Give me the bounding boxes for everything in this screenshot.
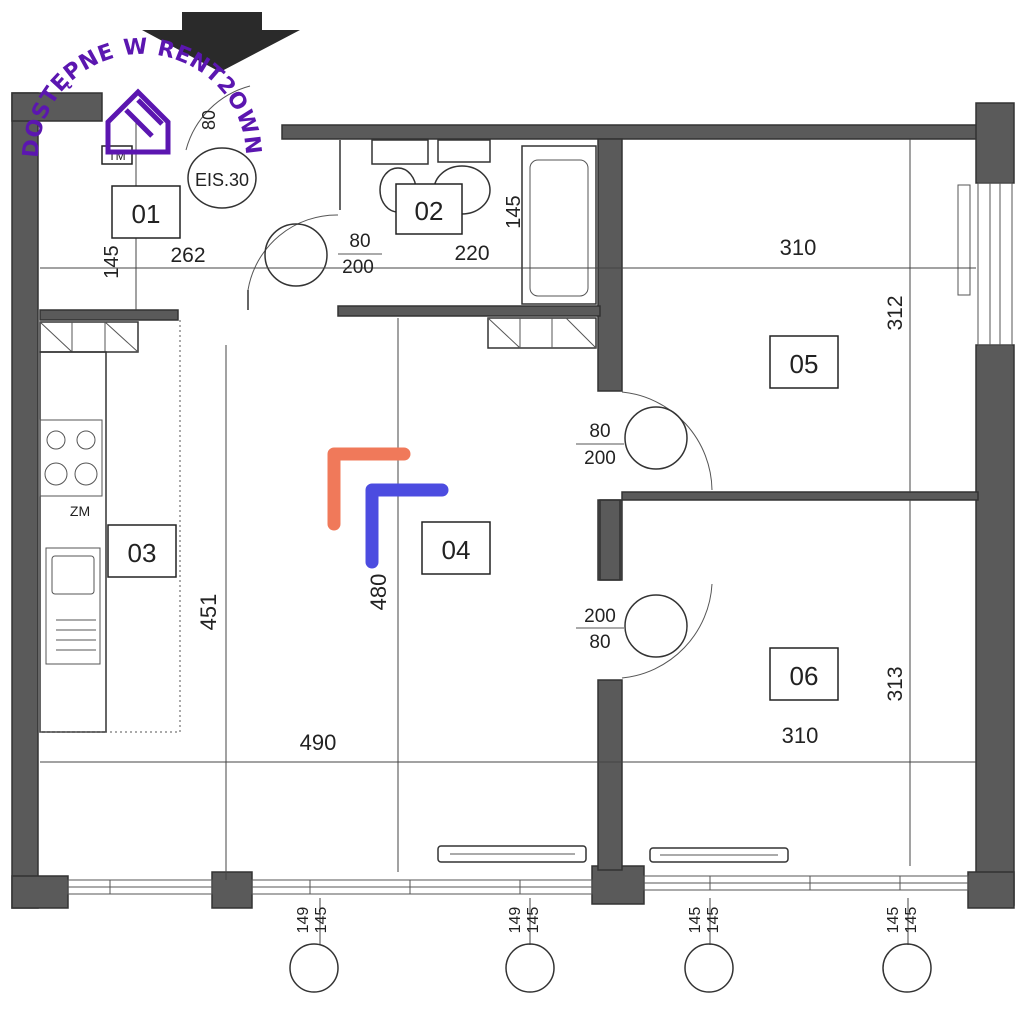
- room-04-label: 04: [442, 535, 471, 565]
- door-labels: 80 200 80 200 200 80: [338, 231, 624, 653]
- room-01-label: 01: [132, 199, 161, 229]
- dim-262: 262: [170, 244, 205, 267]
- logo-orange-mark: [327, 447, 411, 531]
- room-06: 06: [769, 647, 839, 701]
- svg-text:145: 145: [705, 907, 722, 934]
- svg-text:145: 145: [313, 907, 330, 934]
- r06-door-top: 200: [584, 606, 616, 627]
- house-icon: [105, 88, 171, 155]
- dim-220: 220: [454, 242, 489, 265]
- room-06-label: 06: [790, 661, 819, 691]
- bathroom-fixtures: [339, 139, 597, 305]
- svg-text:145: 145: [903, 907, 920, 934]
- room-03-label: 03: [128, 538, 157, 568]
- entry-door-top: 80: [349, 231, 370, 252]
- dimension-lines: [40, 122, 976, 945]
- dim-145-left: 145: [101, 245, 123, 278]
- entry-door-width: 80: [199, 110, 219, 130]
- room-05: 05: [769, 335, 839, 389]
- dim-451: 451: [196, 594, 221, 631]
- svg-text:149: 149: [507, 907, 524, 934]
- window-marker-1: 149 145: [289, 907, 339, 993]
- logo-blue-mark: [365, 483, 449, 569]
- dimension-labels: 145 262 220 145 310 312 451 480 490 310 …: [101, 195, 907, 755]
- room-03: 03: [107, 524, 177, 578]
- window-marker-2: 149 145: [505, 907, 555, 993]
- window-markers: 149 145 149 145 145 145 145 145: [289, 907, 932, 993]
- room-05-label: 05: [790, 349, 819, 379]
- dim-310-bottom: 310: [782, 723, 819, 748]
- doors: [185, 85, 713, 679]
- room-01: 01: [111, 185, 181, 239]
- window-right: [957, 182, 1013, 346]
- shelves: [39, 317, 597, 353]
- exterior-walls: [11, 92, 1015, 909]
- window-marker-4: 145 145: [882, 907, 932, 993]
- window-marker-3: 145 145: [684, 907, 734, 993]
- svg-text:149: 149: [295, 907, 312, 934]
- radiators: [437, 845, 789, 863]
- kitchen-unit: [39, 320, 181, 733]
- entry-arrow-icon: [142, 12, 300, 72]
- dim-480: 480: [366, 574, 391, 611]
- entry-door-bottom: 200: [342, 257, 374, 278]
- dim-145-bath: 145: [503, 195, 525, 228]
- svg-text:145: 145: [525, 907, 542, 934]
- r06-door-bottom: 80: [589, 632, 610, 653]
- r05-door-top: 80: [589, 421, 610, 442]
- room-02-label: 02: [415, 196, 444, 226]
- svg-text:145: 145: [885, 907, 902, 934]
- r05-door-bottom: 200: [584, 448, 616, 469]
- brand-logo: [327, 447, 449, 569]
- dim-310-top: 310: [780, 235, 817, 260]
- dim-490: 490: [300, 730, 337, 755]
- room-04: 04: [421, 521, 491, 575]
- windows-bottom: [67, 875, 969, 895]
- room-02: 02: [395, 183, 463, 235]
- dim-313: 313: [884, 666, 907, 701]
- dim-312: 312: [884, 295, 907, 330]
- svg-text:145: 145: [687, 907, 704, 934]
- zm-label: ZM: [70, 503, 90, 519]
- eis-label: EIS.30: [195, 170, 249, 190]
